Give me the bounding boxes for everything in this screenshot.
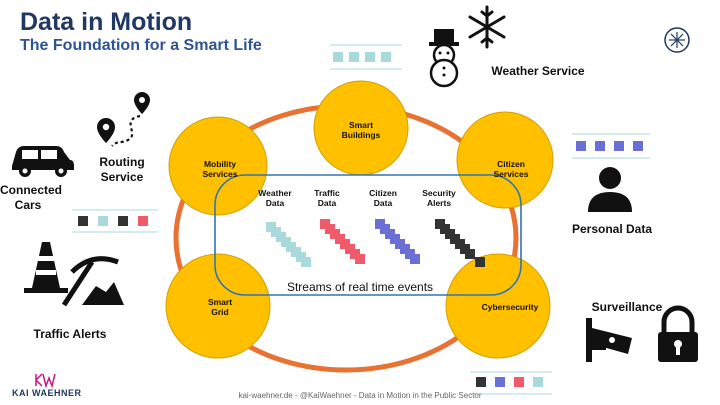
car-icon xyxy=(12,146,74,177)
routing-service-label: Routing Service xyxy=(99,155,145,184)
connected-cars-label: Connected Cars xyxy=(0,183,63,212)
weather-stream xyxy=(266,222,311,267)
weather-data-label: Weather Data xyxy=(258,188,292,208)
lock-icon xyxy=(658,305,698,362)
traffic-data-label: Traffic Data xyxy=(314,188,340,208)
surveillance-label: Surveillance xyxy=(591,300,663,314)
circle-smart-grid xyxy=(165,253,271,359)
citizen-stream xyxy=(375,219,420,264)
personal-data-label: Personal Data xyxy=(571,222,653,236)
footer: kai-waehner.de - @KaiWaehner - Data in M… xyxy=(238,391,482,400)
traffic-stream xyxy=(320,219,365,264)
circle-mobility xyxy=(168,116,268,216)
routing-pin-icon xyxy=(97,92,150,147)
page-title: Data in Motion xyxy=(20,8,193,36)
security-alerts-label: Security Alerts xyxy=(422,188,456,208)
brand-name: KAI WAEHNER xyxy=(12,388,82,398)
traffic-cone-icon xyxy=(24,242,68,293)
camera-icon xyxy=(586,318,632,362)
streams-caption: Streams of real time events xyxy=(286,280,434,294)
snowflake-icon xyxy=(468,5,506,49)
pickaxe-icon xyxy=(61,256,124,307)
weather-snowman-icon xyxy=(429,29,459,88)
weather-service-label: Weather Service xyxy=(491,64,585,78)
security-stream xyxy=(435,219,485,267)
weather-data-bar xyxy=(330,44,402,70)
citizen-data-label: Citizen Data xyxy=(369,188,397,208)
circle-citizen xyxy=(456,111,554,209)
circle-cybersecurity xyxy=(445,253,551,359)
citizen-services-label: Citizen Services xyxy=(493,159,529,179)
person-icon xyxy=(588,167,632,212)
brand-logo-icon xyxy=(35,373,56,389)
cars-data-bar xyxy=(72,209,158,233)
personal-data-bar xyxy=(572,133,650,159)
logo-icon xyxy=(664,27,690,53)
page-subtitle: The Foundation for a Smart Life xyxy=(20,37,262,54)
smart-grid-label: Smart Grid xyxy=(207,297,233,317)
traffic-alerts-label: Traffic Alerts xyxy=(33,327,107,341)
security-data-bar xyxy=(470,371,552,395)
streams-box xyxy=(214,174,522,296)
smart-buildings-label: Smart Buildings xyxy=(341,120,381,140)
mobility-services-label: Mobility Services xyxy=(202,159,238,179)
cybersecurity-label: Cybersecurity xyxy=(481,302,539,312)
